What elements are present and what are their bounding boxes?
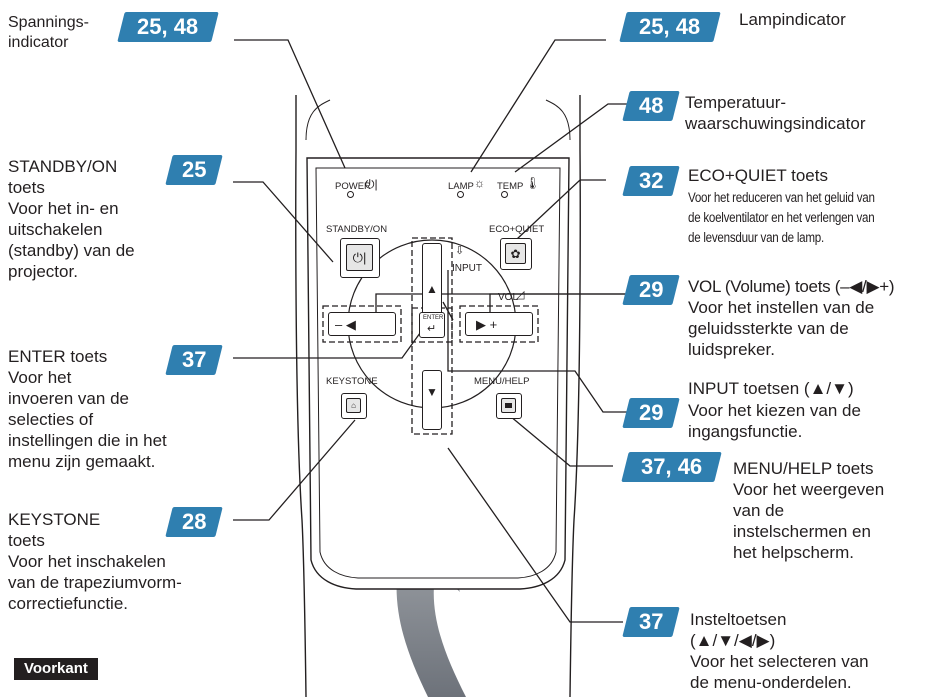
power-icon: ⏻| xyxy=(365,177,378,191)
page-badge-eco: 32 xyxy=(622,166,680,196)
page-badge-adjust: 37 xyxy=(622,607,680,637)
remote-input-label: INPUT xyxy=(452,263,482,274)
front-label: Voorkant xyxy=(14,658,98,680)
enter-arrow-icon: ↵ xyxy=(427,323,437,335)
remote-standby-label: STANDBY/ON xyxy=(326,224,388,235)
temp-indicator-title: Temperatuur-waarschuwingsindicator xyxy=(685,93,866,133)
remote-vol-label: VOL xyxy=(498,292,519,303)
input-title: INPUT toetsen (▲/▼) xyxy=(688,379,854,398)
up-arrow-icon: ▲ xyxy=(426,282,438,296)
remote-menu-label: MENU/HELP xyxy=(474,376,530,387)
volume-plus-button[interactable]: ▶ + xyxy=(465,312,533,336)
thermometer-icon: 🌡︎ xyxy=(525,176,541,190)
eco-title: ECO+QUIET toets xyxy=(688,166,828,185)
volume-plus-label: ▶ + xyxy=(476,317,498,332)
standby-on-button[interactable]: ⏻| xyxy=(340,238,380,278)
volume-icon: ◿ xyxy=(516,289,525,301)
power-indicator-title: Spannings-indicator xyxy=(8,14,89,51)
input-icon: ⇩ xyxy=(455,245,465,257)
menu-icon xyxy=(501,398,516,413)
volume-minus-label: – ◀ xyxy=(335,317,356,332)
remote-power-label: POWER xyxy=(335,181,371,192)
menu-help-button[interactable] xyxy=(496,393,522,419)
lamp-icon: ☼ xyxy=(474,176,485,190)
page-badge-standby: 25 xyxy=(165,155,223,185)
page-badge-menu: 37, 46 xyxy=(621,452,722,482)
enter-button[interactable]: ENTER ↵ xyxy=(419,312,445,338)
page-badge-temp: 48 xyxy=(622,91,680,121)
temp-indicator-led xyxy=(501,191,508,198)
eco-quiet-button[interactable]: ✿ xyxy=(500,238,532,270)
remote-body xyxy=(295,95,581,697)
remote-keystone-label: KEYSTONE xyxy=(326,376,378,387)
adjust-title: Insteltoetsen(▲/▼/◀/▶) xyxy=(690,610,787,650)
eco-icon: ✿ xyxy=(505,243,526,264)
power-symbol-icon: ⏻| xyxy=(346,244,373,271)
remote-temp-label: TEMP xyxy=(497,181,524,192)
page-badge-enter: 37 xyxy=(165,345,223,375)
down-arrow-icon: ▼ xyxy=(426,385,438,399)
enter-title: ENTER toets xyxy=(8,347,108,366)
lamp-indicator-title: Lampindicator xyxy=(739,10,846,29)
page-badge-vol: 29 xyxy=(622,275,680,305)
keystone-icon: ⌂ xyxy=(346,398,361,413)
page-badge-power: 25, 48 xyxy=(117,12,219,42)
menu-title: MENU/HELP toets xyxy=(733,459,874,478)
lamp-indicator-led xyxy=(457,191,464,198)
vol-title: VOL (Volume) toets (–◀/▶+) xyxy=(688,277,895,296)
remote-lamp-label: LAMP xyxy=(448,181,474,192)
volume-minus-button[interactable]: – ◀ xyxy=(328,312,396,336)
input-down-button[interactable]: ▼ xyxy=(422,370,442,430)
page-badge-keystone: 28 xyxy=(165,507,223,537)
page-badge-lamp: 25, 48 xyxy=(619,12,721,42)
power-indicator-led xyxy=(347,191,354,198)
enter-button-label: ENTER xyxy=(423,315,444,321)
keystone-button[interactable]: ⌂ xyxy=(341,393,367,419)
page-badge-input: 29 xyxy=(622,398,680,428)
remote-eco-label: ECO+QUIET xyxy=(489,224,545,235)
